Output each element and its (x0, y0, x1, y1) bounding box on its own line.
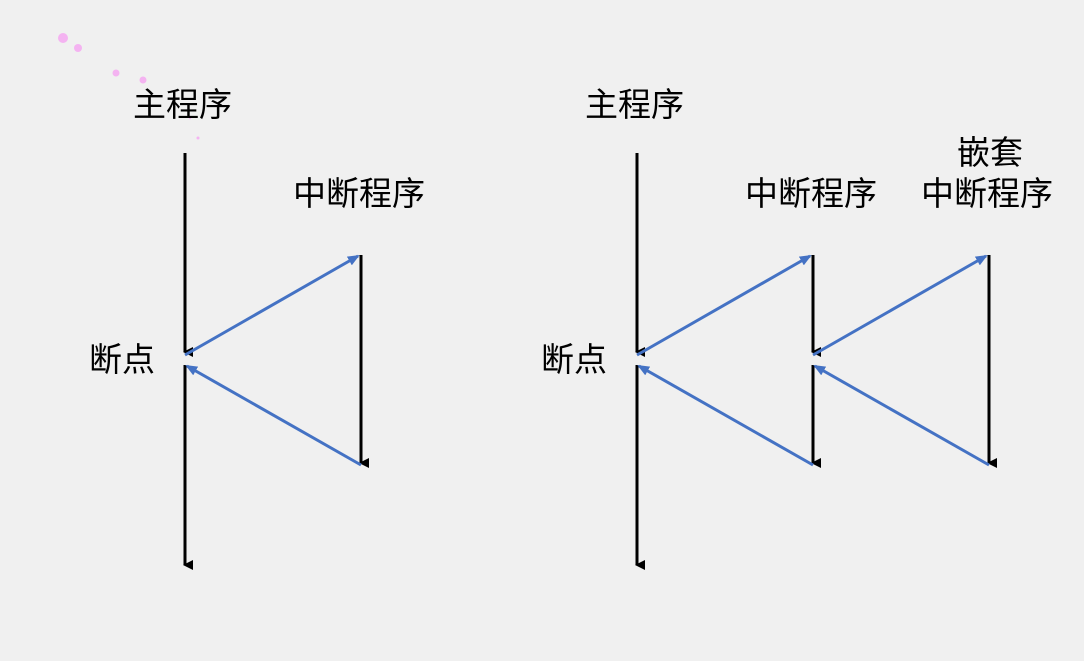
left-interrupt-program-label: 中断程序 (293, 177, 425, 210)
interrupt-return-arrow (187, 366, 361, 465)
right-interrupt-program-label: 中断程序 (745, 177, 877, 210)
nested-call-arrow (813, 256, 986, 355)
right-main-program-label: 主程序 (585, 88, 684, 121)
interrupt-call-arrow (185, 256, 358, 355)
nested-label-line1: 嵌套 (957, 136, 1023, 169)
right-breakpoint-label: 断点 (541, 343, 607, 376)
nested-label-line2: 中断程序 (921, 177, 1053, 210)
right-diagram (637, 153, 989, 565)
nested-return-arrow (815, 366, 989, 465)
interrupt-call-arrow (637, 256, 810, 355)
left-diagram (185, 153, 361, 565)
left-breakpoint-label: 断点 (89, 343, 155, 376)
interrupt-return-arrow (639, 366, 813, 465)
left-main-program-label: 主程序 (133, 88, 232, 121)
